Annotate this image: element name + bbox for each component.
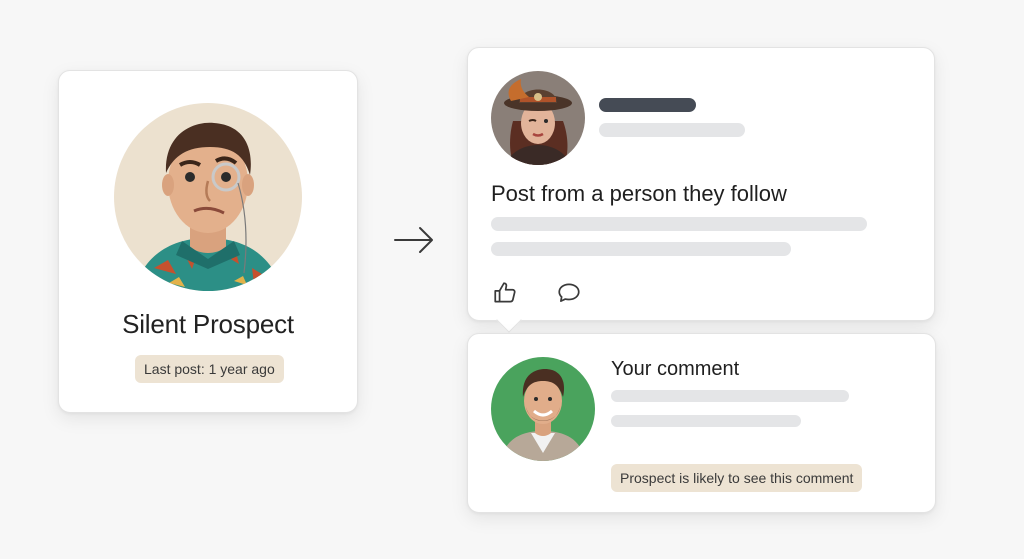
author-name-placeholder [599, 98, 696, 112]
smiling-man-avatar-icon [491, 357, 595, 461]
prospect-avatar [114, 103, 302, 291]
monocle-man-avatar-icon [114, 103, 302, 291]
right-arrow-icon [394, 227, 433, 253]
card-pointer [496, 307, 522, 333]
poster-avatar [491, 71, 585, 165]
likely-to-see-badge: Prospect is likely to see this comment [611, 464, 863, 492]
comment-card: Your comment Prospect is likely to see t… [467, 333, 936, 513]
comment-bubble-icon[interactable] [556, 280, 582, 306]
post-card: Post from a person they follow [467, 47, 935, 333]
comment-text-line [611, 415, 801, 427]
prospect-name: Silent Prospect [122, 309, 294, 339]
prospect-card: Silent Prospect Last post: 1 year ago [58, 70, 358, 413]
commenter-avatar [491, 357, 595, 461]
last-post-badge: Last post: 1 year ago [135, 355, 284, 383]
author-subtitle-placeholder [599, 123, 745, 137]
comment-title: Your comment [611, 358, 740, 380]
thumbs-up-icon[interactable] [492, 280, 518, 306]
woman-with-hat-avatar-icon [491, 71, 585, 165]
comment-text-line [611, 390, 849, 402]
post-title: Post from a person they follow [491, 181, 787, 206]
post-text-line [491, 242, 791, 256]
post-text-line [491, 217, 867, 231]
